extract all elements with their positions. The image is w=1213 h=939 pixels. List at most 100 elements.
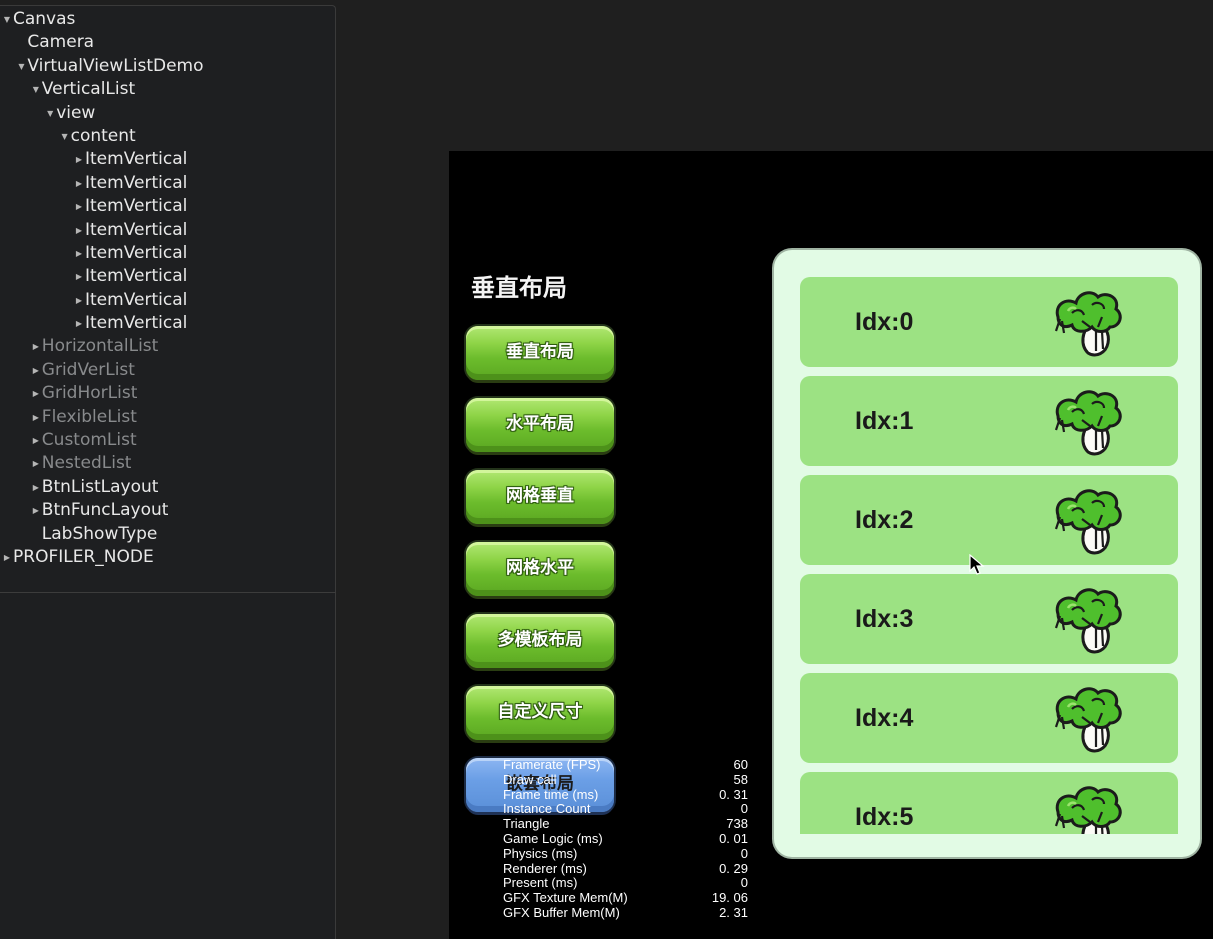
profiler-stat-name: Framerate (FPS) (503, 757, 601, 772)
tree-collapsed-arrow-icon[interactable]: ▶ (75, 225, 83, 235)
profiler-stat-name: Draw call (503, 771, 557, 787)
hierarchy-node-label: ItemVertical (85, 289, 188, 310)
layout-button[interactable]: 垂直布局 (466, 326, 614, 380)
profiler-stat-name: Frame time (ms) (503, 786, 599, 802)
hierarchy-node[interactable]: ▶BtnListLayout (0, 476, 336, 499)
list-item[interactable]: Idx:5 (800, 772, 1178, 834)
tree-expanded-arrow-icon[interactable]: ▼ (32, 85, 39, 95)
tree-collapsed-arrow-icon[interactable]: ▶ (32, 506, 39, 516)
layout-button[interactable]: 网格垂直 (466, 470, 614, 524)
hierarchy-node[interactable]: ▶ItemVertical (0, 148, 336, 171)
hierarchy-node-label: Canvas (13, 9, 76, 29)
hierarchy-node[interactable]: LabShowType (0, 523, 336, 546)
profiler-stat-value: 738 (726, 816, 748, 832)
tree-expanded-arrow-icon[interactable]: ▼ (47, 108, 54, 118)
hierarchy-node[interactable]: ▶ItemVertical (0, 219, 336, 242)
tree-collapsed-arrow-icon[interactable]: ▶ (3, 552, 11, 562)
list-item[interactable]: Idx:0 (800, 277, 1178, 367)
hierarchy-node-label: ItemVertical (85, 149, 188, 170)
list-item-index-label: Idx:1 (855, 407, 914, 435)
tree-collapsed-arrow-icon[interactable]: ▶ (75, 248, 83, 258)
profiler-stat-name: Physics (ms) (503, 845, 578, 861)
profiler-row: Present (ms)0 (503, 876, 748, 891)
list-item[interactable]: Idx:4 (800, 673, 1178, 763)
list-item-index-label: Idx:4 (855, 704, 914, 732)
list-item[interactable]: Idx:3 (800, 574, 1178, 664)
list-item[interactable]: Idx:2 (800, 475, 1178, 565)
bok-choy-icon (1052, 485, 1126, 557)
hierarchy-node[interactable]: ▶ItemVertical (0, 265, 336, 288)
hierarchy-node[interactable]: ▶ItemVertical (0, 172, 336, 195)
hierarchy-node-label: LabShowType (41, 523, 158, 544)
tree-collapsed-arrow-icon[interactable]: ▶ (75, 272, 83, 282)
hierarchy-node[interactable]: ▶GridVerList (0, 359, 336, 382)
hierarchy-node[interactable]: ▶BtnFuncLayout (0, 499, 336, 522)
layout-button[interactable]: 多模板布局 (466, 614, 614, 668)
hierarchy-node[interactable]: ▶ItemVertical (0, 195, 336, 218)
profiler-row: GFX Texture Mem(M) 19. 06 (503, 890, 748, 906)
hierarchy-node[interactable]: Camera (0, 31, 336, 54)
hierarchy-node[interactable]: ▶ItemVertical (0, 242, 336, 265)
hierarchy-node[interactable]: ▶ItemVertical (0, 289, 336, 312)
profiler-row: Draw call 58 (503, 771, 748, 788)
hierarchy-node[interactable]: ▶HorizontalList (0, 335, 336, 358)
profiler-stat-name: Triangle (503, 816, 550, 832)
layout-button[interactable]: 自定义尺寸 (466, 686, 614, 740)
list-item-index-label: Idx:0 (855, 308, 914, 336)
tree-collapsed-arrow-icon[interactable]: ▶ (32, 459, 39, 469)
list-item-index-label: Idx:3 (855, 605, 914, 633)
hierarchy-node-label: ItemVertical (85, 219, 188, 240)
tree-collapsed-arrow-icon[interactable]: ▶ (75, 155, 83, 165)
profiler-stat-name: Renderer (ms) (503, 860, 587, 876)
bok-choy-icon (1052, 386, 1126, 458)
hierarchy-node[interactable]: ▶FlexibleList (0, 406, 336, 429)
tree-collapsed-arrow-icon[interactable]: ▶ (75, 295, 83, 305)
hierarchy-node[interactable]: ▼VerticalList (0, 78, 336, 101)
hierarchy-node[interactable]: ▼view (0, 102, 336, 125)
tree-collapsed-arrow-icon[interactable]: ▶ (32, 412, 39, 422)
tree-collapsed-arrow-icon[interactable]: ▶ (32, 389, 39, 399)
hierarchy-node[interactable]: ▶PROFILER_NODE (0, 546, 336, 569)
mouse-cursor-icon (969, 554, 985, 575)
hierarchy-node-label: FlexibleList (41, 406, 137, 427)
layout-button[interactable]: 网格水平 (466, 542, 614, 596)
tree-collapsed-arrow-icon[interactable]: ▶ (32, 482, 39, 492)
tree-collapsed-arrow-icon[interactable]: ▶ (32, 342, 39, 352)
layout-button[interactable]: 水平布局 (466, 398, 614, 452)
list-item[interactable]: Idx:1 (800, 376, 1178, 466)
tree-collapsed-arrow-icon[interactable]: ▶ (75, 202, 83, 212)
profiler-stat-value: 60 (733, 757, 748, 772)
hierarchy-node-label: ItemVertical (85, 313, 188, 334)
tree-expanded-arrow-icon[interactable]: ▼ (3, 15, 11, 24)
tree-expanded-arrow-icon[interactable]: ▼ (18, 61, 25, 71)
hierarchy-node[interactable]: ▼Canvas (0, 8, 336, 31)
profiler-stat-value: 58 (733, 771, 748, 787)
hierarchy-node[interactable]: ▶ItemVertical (0, 312, 336, 335)
profiler-stat-value: 0 (740, 801, 748, 817)
profiler-row: Frame time (ms)0. 31 (503, 786, 748, 803)
profiler-row: Game Logic (ms)0. 01 (503, 831, 748, 847)
hierarchy-node-label: CustomList (41, 430, 137, 451)
tree-collapsed-arrow-icon[interactable]: ▶ (32, 436, 39, 446)
hierarchy-node[interactable]: ▶GridHorList (0, 382, 336, 405)
profiler-stat-name: GFX Texture Mem(M) (503, 890, 628, 906)
hierarchy-node[interactable]: ▶CustomList (0, 429, 336, 452)
hierarchy-node[interactable]: ▼VirtualViewListDemo (0, 55, 336, 78)
profiler-stat-value: 2. 31 (719, 904, 748, 920)
hierarchy-node-label: HorizontalList (41, 336, 159, 357)
layout-button[interactable]: 嵌套布局 (466, 758, 614, 812)
tree-expanded-arrow-icon[interactable]: ▼ (61, 131, 68, 141)
hierarchy-node[interactable]: ▼content (0, 125, 336, 148)
hierarchy-node[interactable]: ▶NestedList (0, 452, 336, 475)
profiler-row: GFX Buffer Mem(M)2. 31 (503, 904, 748, 921)
tree-collapsed-arrow-icon[interactable]: ▶ (32, 365, 39, 375)
list-item-index-label: Idx:5 (855, 803, 914, 831)
tree-collapsed-arrow-icon[interactable]: ▶ (75, 178, 83, 188)
hierarchy-node-label: GridVerList (41, 359, 135, 380)
tree-collapsed-arrow-icon[interactable]: ▶ (75, 319, 83, 329)
profiler-stat-value: 19. 06 (711, 890, 748, 906)
profiler-stat-name: Present (ms) (503, 875, 578, 891)
